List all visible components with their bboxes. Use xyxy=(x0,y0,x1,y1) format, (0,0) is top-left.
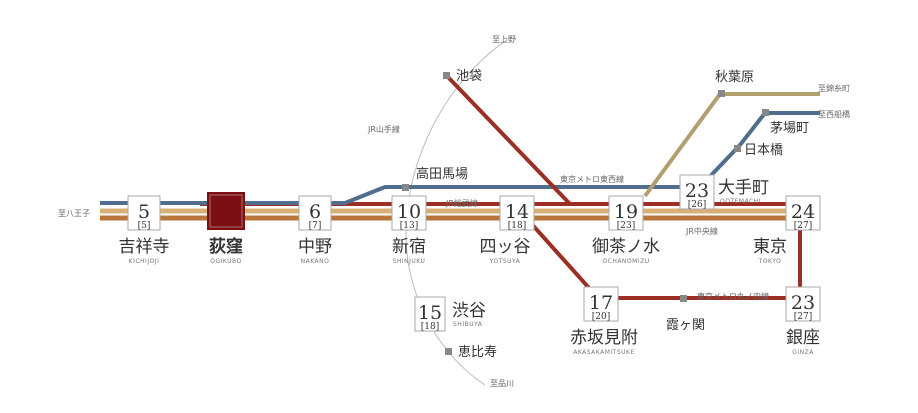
ginza-sub: [27] xyxy=(794,312,812,322)
shibuya-box: 15 [18] xyxy=(414,296,446,332)
otemachi-romaji: OOTEMACHI xyxy=(720,198,761,205)
shibuya-name: 渋谷 xyxy=(452,301,486,321)
akasakamitsuke-minutes: 17 xyxy=(589,292,613,314)
tokyo-minutes: 24 xyxy=(791,201,815,223)
otemachi-name: 大手町 xyxy=(718,178,769,198)
ikebukuro-name: 池袋 xyxy=(456,69,482,84)
otemachi-sub: [26] xyxy=(688,200,706,210)
nakano-minutes: 6 xyxy=(309,201,321,223)
tokyo-romaji: TOKYO xyxy=(758,258,782,265)
akasakamitsuke-sub: [20] xyxy=(592,312,610,322)
kichijoji-romaji: KICHIJOJI xyxy=(129,258,160,265)
shinjuku-minutes: 10 xyxy=(397,201,421,223)
ginza-romaji: GINZA xyxy=(792,349,814,356)
shinjuku-box: 10 [13] xyxy=(391,195,427,231)
kichijoji-name: 吉祥寺 xyxy=(119,237,170,257)
ochanomizu-name: 御茶ノ水 xyxy=(592,237,660,257)
kasumigaseki-name: 霞ヶ関 xyxy=(666,318,705,333)
shinjuku-sub: [13] xyxy=(400,221,418,231)
akihabara-name: 秋葉原 xyxy=(715,70,754,85)
akasakamitsuke-name: 赤坂見附 xyxy=(570,328,638,348)
ogikubo-name: 荻窪 xyxy=(209,236,243,257)
takadanobaba-marker xyxy=(402,184,409,191)
yotsuya-sub: [18] xyxy=(508,221,526,231)
tokyo-sub: [27] xyxy=(794,221,812,231)
nihombashi-marker xyxy=(734,145,741,152)
marunouchi-akasaka-branch xyxy=(518,209,802,300)
ogikubo-romaji: OGIKUBO xyxy=(210,258,242,265)
ginza-minutes: 23 xyxy=(791,292,815,314)
kasumigaseki-marker xyxy=(680,295,687,302)
akasakamitsuke-box: 17 [20] xyxy=(583,286,619,322)
kayabacho-name: 茅場町 xyxy=(770,121,809,136)
ebisu-name: 恵比寿 xyxy=(458,345,497,360)
ogikubo-origin-inner xyxy=(209,194,243,228)
shibuya-sub: [18] xyxy=(421,322,439,332)
tokyo-box: 24 [27] xyxy=(785,195,821,231)
shibuya-romaji: SHIBUYA xyxy=(453,321,483,328)
yotsuya-romaji: YOTSUYA xyxy=(489,258,521,265)
kichijoji-box: 5 [5] xyxy=(127,195,161,231)
tozai-label: 東京メトロ東西線 xyxy=(560,174,624,184)
direction-nishifunabashi: 至西船橋 xyxy=(818,109,850,119)
yotsuya-name: 四ッ谷 xyxy=(480,237,531,257)
nakano-box: 6 [7] xyxy=(298,195,332,231)
ginza-name: 銀座 xyxy=(786,328,820,348)
nakano-romaji: NAKANO xyxy=(301,258,330,265)
direction-ueno: 至上野 xyxy=(492,35,516,44)
nihombashi-name: 日本橋 xyxy=(744,143,783,158)
ochanomizu-romaji: OCHANOMIZU xyxy=(602,258,649,265)
kichijoji-minutes: 5 xyxy=(138,201,150,223)
yamanote-label: JR山手線 xyxy=(367,124,400,134)
shinjuku-romaji: SHINJUKU xyxy=(393,258,426,265)
ochanomizu-minutes: 19 xyxy=(614,201,638,223)
ginza-box: 23 [27] xyxy=(785,286,821,322)
ochanomizu-sub: [23] xyxy=(617,221,635,231)
takadanobaba-name: 高田馬場 xyxy=(416,166,468,182)
nakano-sub: [7] xyxy=(309,221,322,231)
direction-hachioji: 至八王子 xyxy=(58,209,90,218)
marunouchi-ikebukuro-branch xyxy=(444,73,572,206)
ikebukuro-marker xyxy=(443,72,450,79)
shibuya-minutes: 15 xyxy=(418,302,442,324)
ogikubo-origin-box xyxy=(207,192,245,230)
otemachi-box: 23 [26] xyxy=(679,174,715,210)
shinjuku-name: 新宿 xyxy=(392,237,426,257)
yotsuya-box: 14 [18] xyxy=(499,195,535,231)
marunouchi-label: 東京メトロ丸ノ内線 xyxy=(697,291,769,301)
akasakamitsuke-romaji: AKASAKAMITSUKE xyxy=(573,349,635,356)
ochanomizu-box: 19 [23] xyxy=(608,195,644,231)
sobu-label: JR総武線 xyxy=(445,198,478,208)
tokyo-name: 東京 xyxy=(753,237,787,257)
akihabara-marker xyxy=(718,90,725,97)
direction-shinagawa: 至品川 xyxy=(490,379,514,388)
nakano-name: 中野 xyxy=(298,237,332,257)
direction-kinshicho: 至錦糸町 xyxy=(818,83,850,93)
kayabacho-marker xyxy=(762,109,769,116)
otemachi-minutes: 23 xyxy=(685,180,709,202)
yotsuya-minutes: 14 xyxy=(505,201,529,223)
kichijoji-sub: [5] xyxy=(138,221,151,231)
chuo-label: JR中央線 xyxy=(685,226,718,236)
ebisu-marker xyxy=(445,348,452,355)
